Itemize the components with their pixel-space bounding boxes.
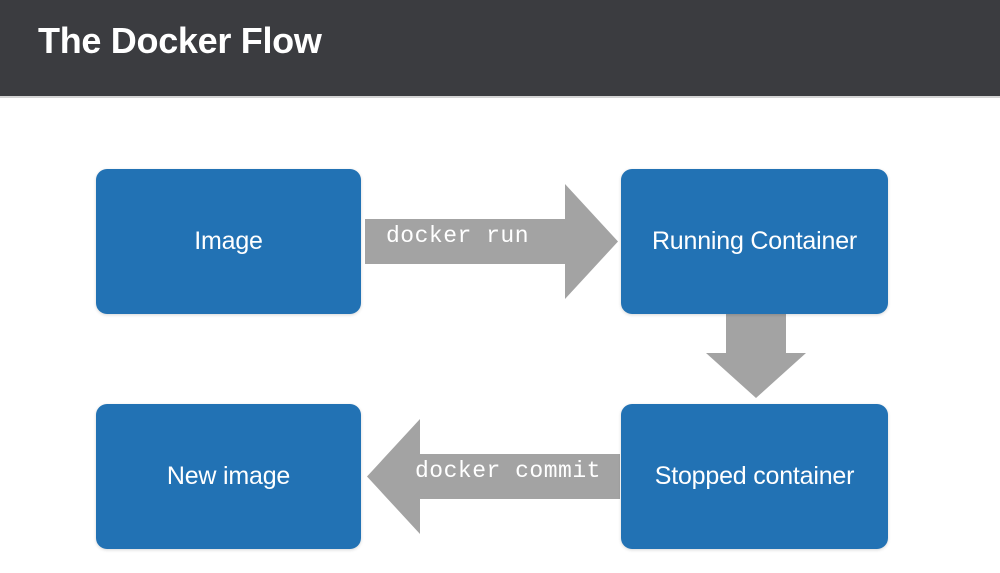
node-running-container-label: Running Container <box>651 227 858 255</box>
page-title: The Docker Flow <box>38 20 322 61</box>
node-image[interactable]: Image <box>96 169 361 314</box>
edge-label-docker-commit: docker commit <box>415 458 601 484</box>
node-new-image-label: New image <box>166 462 291 490</box>
node-image-label: Image <box>194 227 263 255</box>
slide-header-bar: The Docker Flow <box>0 0 1000 98</box>
node-stopped-container[interactable]: Stopped container <box>621 404 888 549</box>
edge-label-docker-run: docker run <box>386 223 530 249</box>
arrow-stop-down <box>706 314 806 398</box>
node-new-image[interactable]: New image <box>96 404 361 549</box>
docker-flow-diagram: docker run docker commit Image Running C… <box>0 98 1000 573</box>
node-running-container[interactable]: Running Container <box>621 169 888 314</box>
node-stopped-container-label: Stopped container <box>654 462 855 490</box>
